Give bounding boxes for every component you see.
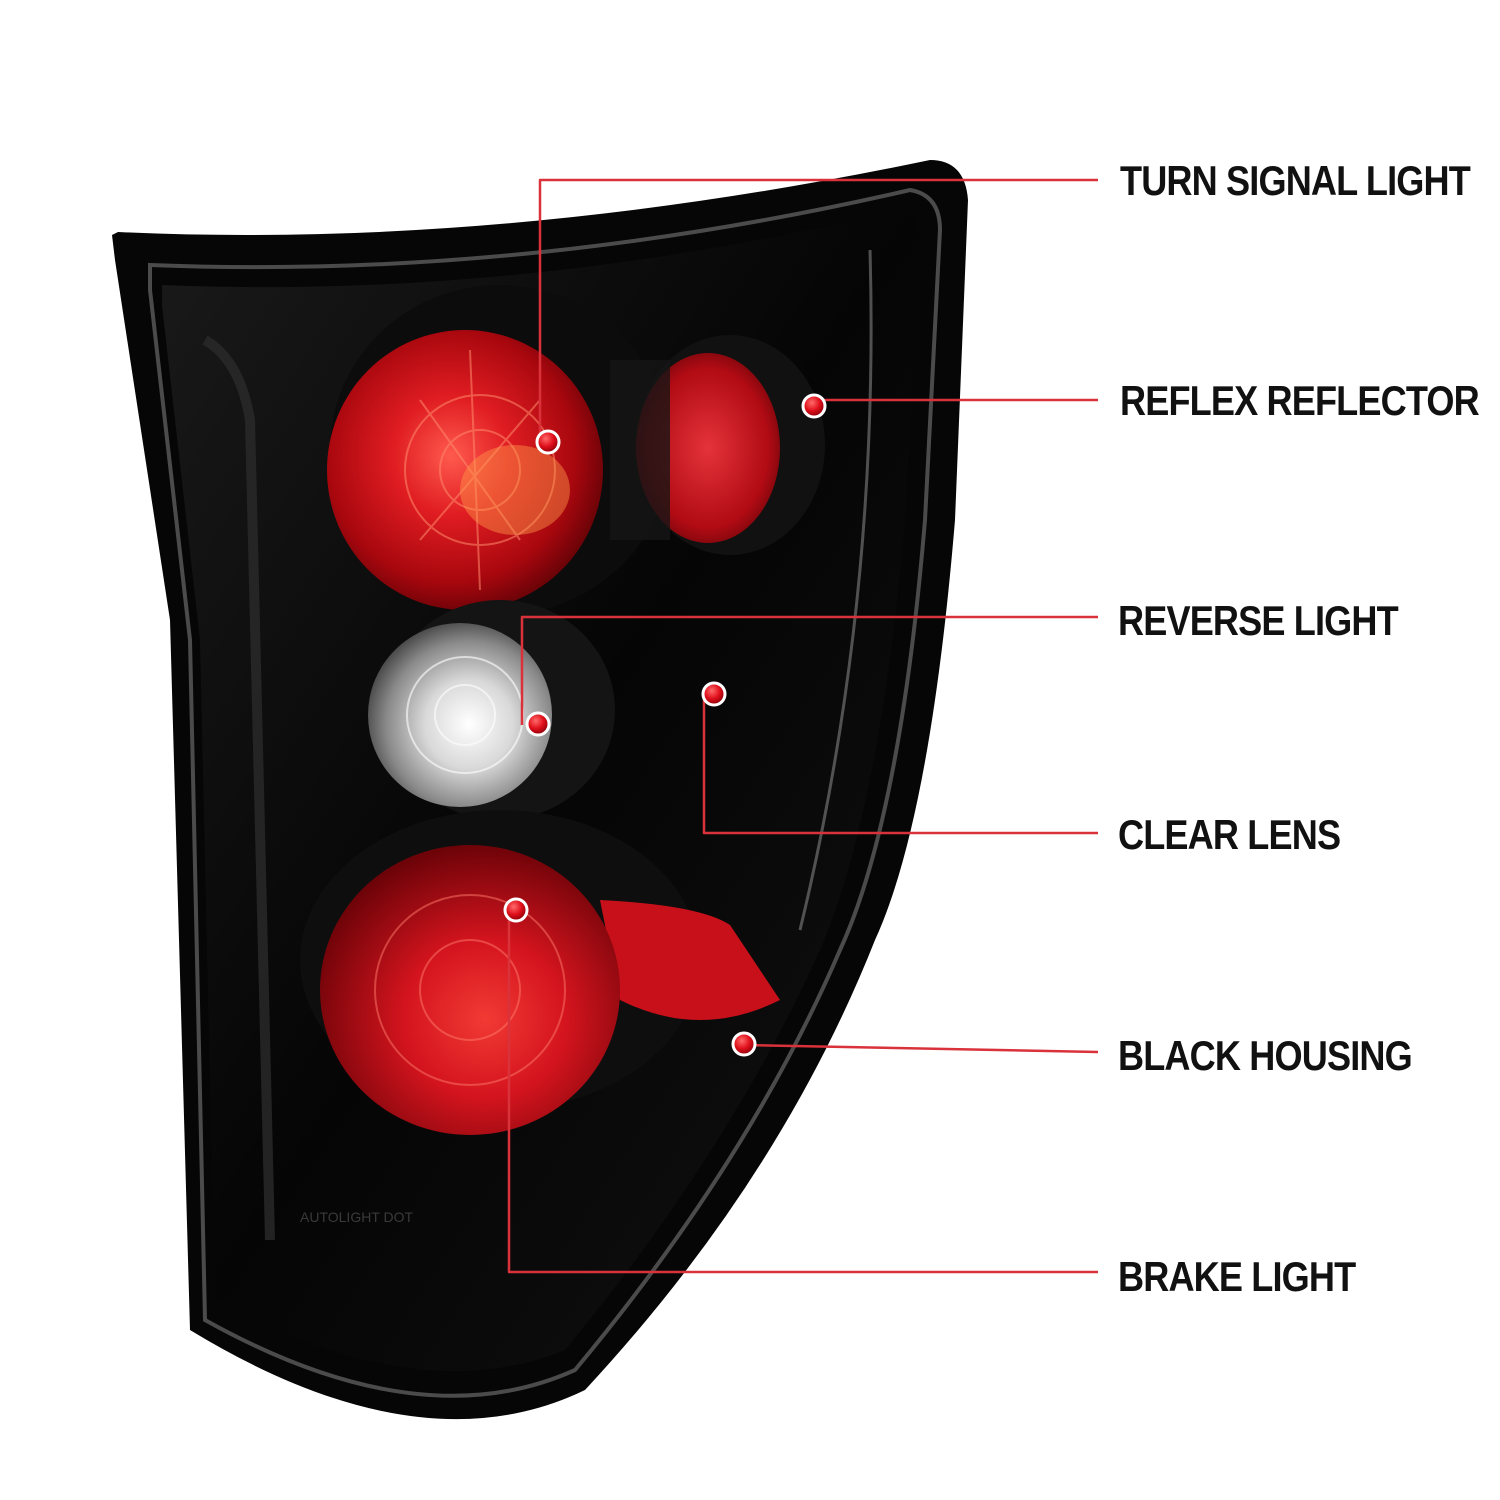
marker-black-housing [731,1031,757,1057]
marker-turn-signal-light [535,429,561,455]
reflex-reflector-lens [636,353,780,543]
leader-line-turn-signal-light [538,178,1098,440]
marker-reflex-reflector [801,393,827,419]
marker-clear-lens [701,681,727,707]
leader-lines [507,178,1099,1274]
leader-line-black-housing [744,1043,1099,1054]
marker-reverse-light [525,711,551,737]
housing-rim [148,187,943,1398]
label-black-housing: BLACK HOUSING [1118,1032,1413,1079]
leader-line-reverse-light [520,615,1098,725]
label-clear-lens: CLEAR LENS [1118,811,1341,858]
label-reverse-light: REVERSE LIGHT [1118,597,1399,644]
brake-light-lens [320,845,620,1135]
marker-brake-light [503,897,529,923]
housing-stamp: AUTOLIGHT DOT [300,1209,414,1225]
turn-signal-lens [327,330,603,610]
leader-line-brake-light [507,908,1098,1274]
reverse-light-lens [368,623,552,807]
label-reflex-reflector: REFLEX REFLECTOR [1120,377,1480,424]
label-turn-signal-light: TURN SIGNAL LIGHT [1120,157,1471,204]
markers [503,393,827,1057]
leader-line-clear-lens [702,692,1098,835]
label-brake-light: BRAKE LIGHT [1118,1253,1356,1300]
